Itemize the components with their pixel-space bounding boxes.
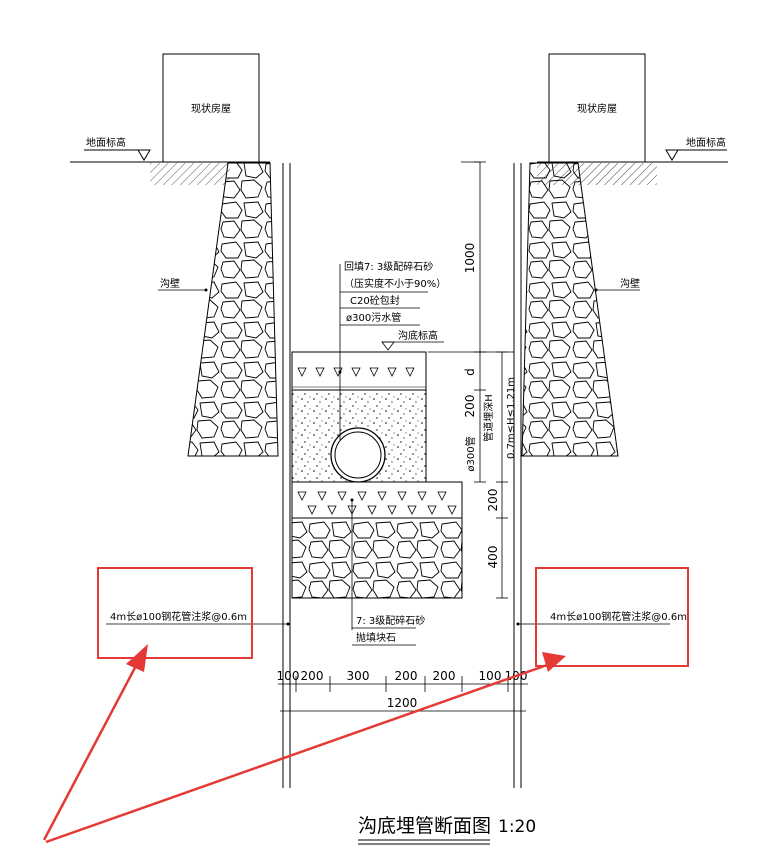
soil-hatch-left <box>150 163 230 185</box>
trench-wall-left <box>187 162 279 457</box>
dim-h-200-c: 200 <box>433 669 456 683</box>
annotation-arrow-left <box>42 644 148 841</box>
dim-h-300: 300 <box>347 669 370 683</box>
rubble-stone-base <box>291 517 463 599</box>
steel-pipe-right <box>513 163 522 788</box>
steel-pipe-left <box>282 163 291 788</box>
annotation-arrow-right <box>45 652 566 844</box>
gravel-layer-lower <box>291 481 463 519</box>
sewer-pipe <box>330 427 386 483</box>
dim-h-200-a: 200 <box>301 669 324 683</box>
ground-elevation-right: 地面标高 <box>686 136 726 149</box>
house-left-label: 现状房屋 <box>191 102 231 115</box>
drawing-scale: 1:20 <box>498 817 536 837</box>
house-right-label: 现状房屋 <box>577 102 617 115</box>
dim-200-lower: 200 <box>486 489 500 512</box>
ground-line-left <box>70 149 270 163</box>
trench-bottom-label: 沟底标高 <box>398 329 438 342</box>
grout-note-right: 4m长ø100钢花管注浆@0.6m <box>550 610 687 623</box>
sewer-pipe-note: ø300污水管 <box>346 311 401 324</box>
highlight-box-right <box>535 567 689 667</box>
concrete-wrap-note: C20砼包封 <box>350 294 400 307</box>
horizontal-dimension-lines <box>278 676 528 719</box>
dim-400: 400 <box>486 546 500 569</box>
trench-wall-right <box>521 162 619 457</box>
gravel-triangles-lower <box>297 491 457 515</box>
dim-h-200-b: 200 <box>395 669 418 683</box>
wall-left-label: 沟壁 <box>160 277 180 290</box>
highlight-box-left <box>97 567 253 659</box>
grout-note-left: 4m长ø100钢花管注浆@0.6m <box>110 610 247 623</box>
dim-200-upper: 200 <box>463 395 477 418</box>
dim-depth-h: 管道埋深H <box>482 394 495 442</box>
drawing-title: 沟底埋管断面图 <box>358 815 491 837</box>
ground-elevation-left: 地面标高 <box>86 136 126 149</box>
wall-right-label: 沟壁 <box>620 277 640 290</box>
ground-line-right <box>537 149 728 163</box>
vertical-dimension-lines <box>428 161 514 599</box>
dim-depth-range: 0.7m≤H≤1.21m <box>506 377 517 459</box>
gravel-note-2: 抛填块石 <box>356 631 396 644</box>
dim-pipe-diameter: ø300管 <box>464 436 477 471</box>
backfill-note-1: 回填7: 3级配碎石砂 <box>344 260 433 273</box>
gravel-note-1: 7: 3级配碎石砂 <box>356 614 425 627</box>
backfill-note-2: （压实度不小于90%） <box>344 277 446 290</box>
dim-d: d <box>463 368 477 376</box>
dim-h-100-b: 100 <box>479 669 502 683</box>
backfill-triangles-upper <box>297 367 415 377</box>
backfill-layer-upper <box>291 351 427 391</box>
dim-h-total: 1200 <box>387 696 418 710</box>
dim-1000: 1000 <box>463 243 477 274</box>
dim-h-100-left: 100 <box>277 669 300 683</box>
